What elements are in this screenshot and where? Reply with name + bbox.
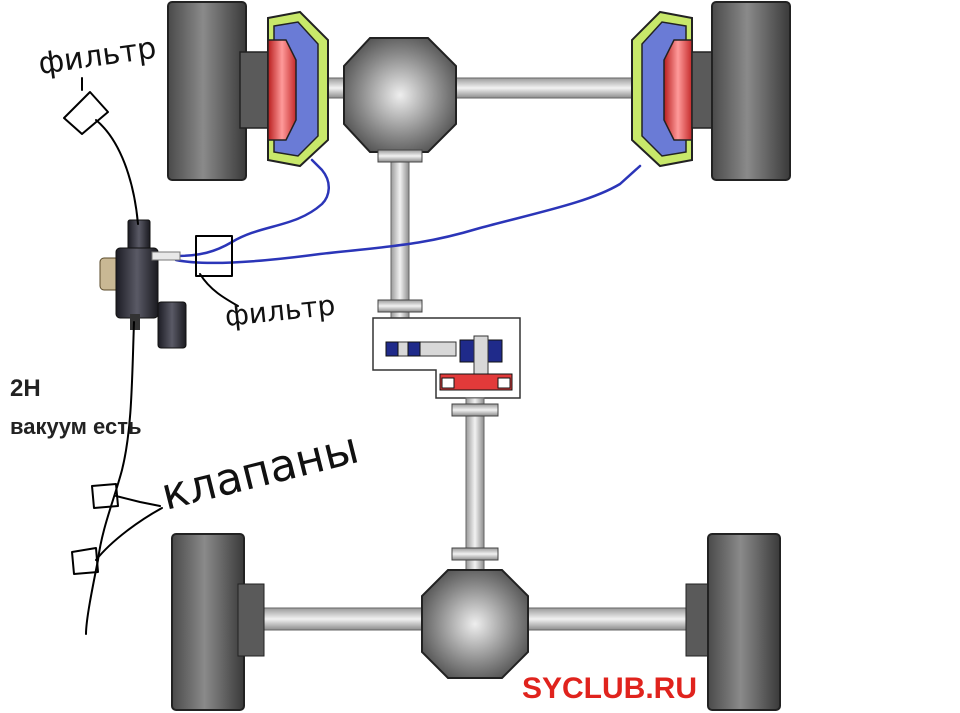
front-driveshaft	[377, 149, 423, 321]
front-ujoint-upper	[377, 149, 423, 163]
filter-mid-sketch	[195, 235, 233, 277]
front-differential	[343, 37, 457, 153]
filter-top-label: фильтр	[36, 31, 158, 82]
transfer-case	[372, 317, 521, 399]
vacuum-solenoid-valve	[99, 219, 187, 349]
hose-sketch-lower	[85, 321, 135, 635]
front-ujoint-lower	[377, 299, 423, 313]
filter-mid-label: фильтр	[223, 289, 336, 333]
handdrawn-annotations	[63, 77, 239, 635]
rear-right-wheel	[685, 533, 781, 711]
vacuum-line-left-hub	[174, 158, 330, 258]
valves-label: клапаны	[156, 423, 363, 521]
rear-left-wheel	[171, 533, 265, 711]
rear-differential	[421, 569, 529, 679]
front-left-hub-lock	[267, 10, 329, 168]
vacuum-lines	[174, 158, 642, 265]
vacuum-status-label: вакуум есть	[10, 414, 142, 439]
rear-driveshaft	[451, 397, 499, 583]
rear-axle	[171, 533, 781, 711]
transfer-chain-red	[439, 373, 513, 391]
rear-ujoint-lower	[451, 547, 499, 561]
hose-sketch-upper	[81, 77, 139, 225]
mode-label: 2H	[10, 375, 41, 402]
front-right-wheel	[691, 1, 791, 181]
vacuum-line-right-hub	[174, 164, 642, 265]
front-axle	[167, 1, 791, 181]
front-left-wheel	[167, 1, 269, 181]
valve-sketch-lower	[71, 547, 99, 575]
filter-top-sketch	[63, 91, 109, 135]
watermark: SYCLUB.RU	[522, 672, 697, 705]
front-right-hub-lock	[631, 10, 693, 168]
valve-sketch-upper	[91, 483, 119, 509]
rear-ujoint-upper	[451, 403, 499, 417]
